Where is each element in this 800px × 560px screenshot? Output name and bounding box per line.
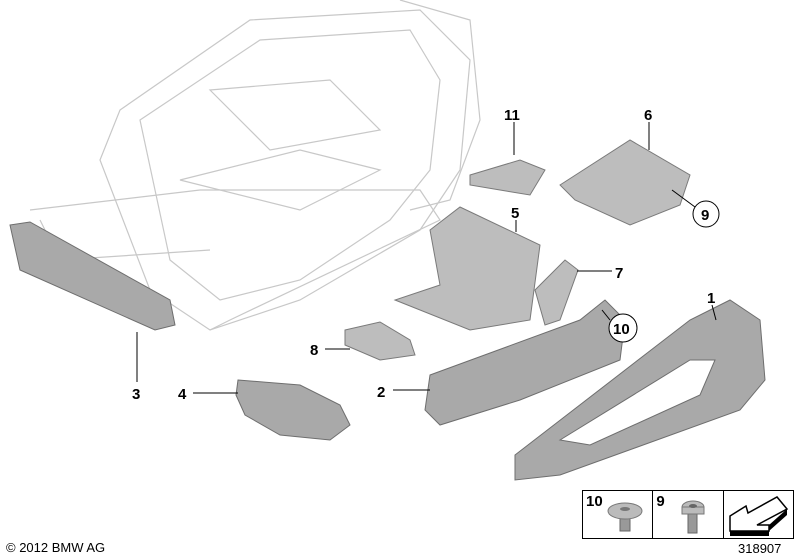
torx-screw-icon: [681, 500, 705, 534]
part-6[interactable]: [559, 139, 691, 226]
part-1[interactable]: [514, 299, 766, 481]
direction-arrow-icon: [728, 496, 788, 536]
copyright: © 2012 BMW AG: [6, 540, 106, 555]
hardware-legend: 10 9: [582, 490, 794, 539]
callout-1[interactable]: 1: [707, 290, 715, 307]
part-1-opening: [558, 359, 716, 446]
part-7[interactable]: [534, 259, 579, 326]
legend-cell-9[interactable]: 9: [653, 491, 724, 538]
washer-head-screw-icon: [607, 502, 643, 532]
part-3[interactable]: [9, 221, 176, 331]
legend-number: 10: [586, 493, 603, 510]
callout-6[interactable]: 6: [644, 107, 652, 124]
callout-8[interactable]: 8: [310, 342, 318, 359]
part-8[interactable]: [344, 321, 416, 361]
part-4[interactable]: [235, 379, 351, 441]
callout-10-circle: [608, 313, 638, 343]
callout-5[interactable]: 5: [511, 205, 519, 222]
callout-2[interactable]: 2: [377, 384, 385, 401]
callout-11[interactable]: 11: [504, 107, 520, 124]
part-11[interactable]: [469, 159, 546, 196]
seat-frame: [29, 0, 481, 331]
part-2[interactable]: [424, 299, 626, 426]
callout-9[interactable]: 9: [701, 207, 709, 224]
diagram-number: 318907: [738, 541, 782, 556]
legend-cell-10[interactable]: 10: [583, 491, 654, 538]
callout-4[interactable]: 4: [178, 386, 187, 403]
callout-10[interactable]: 10: [613, 321, 630, 338]
callout-7[interactable]: 7: [615, 265, 623, 282]
part-5[interactable]: [393, 206, 541, 331]
callout-3[interactable]: 3: [132, 386, 140, 403]
leader-lines: [136, 122, 717, 394]
callout-9-circle: [692, 200, 720, 228]
legend-number: 9: [656, 493, 665, 510]
legend-cell-arrow[interactable]: [724, 491, 793, 538]
